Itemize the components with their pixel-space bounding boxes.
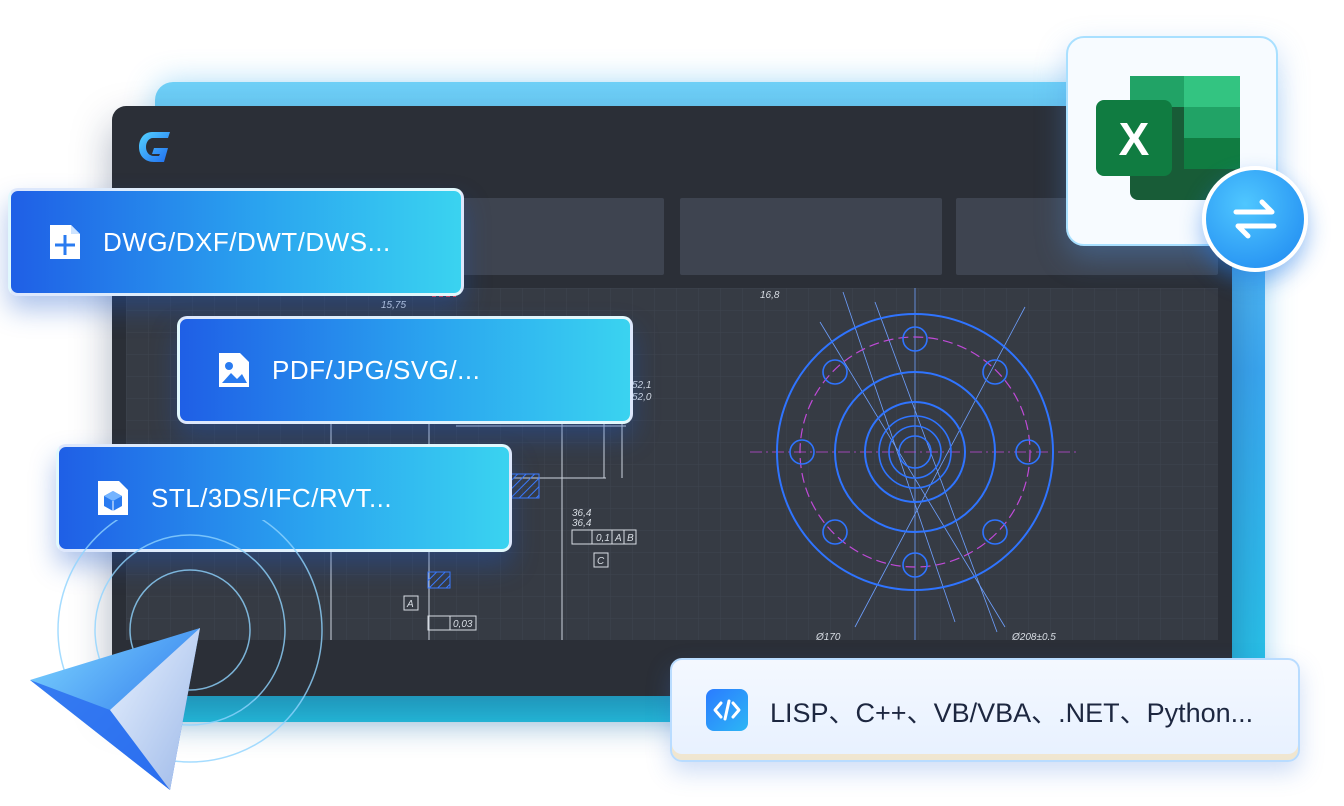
code-icon — [706, 689, 748, 731]
flange-drawing — [750, 288, 1080, 640]
format-card-dwg[interactable]: DWG/DXF/DWT/DWS... — [8, 188, 464, 296]
tolerance-frame — [403, 529, 637, 631]
languages-label: LISP、C++、VB/VBA、.NET、Python... — [770, 697, 1254, 728]
datum-label: C — [597, 556, 605, 567]
format-label: DWG/DXF/DWT/DWS... — [103, 226, 391, 257]
datum-label: B — [627, 533, 634, 544]
3d-model-file-icon — [98, 481, 128, 515]
format-card-stl[interactable]: STL/3DS/IFC/RVT... — [56, 444, 512, 552]
app-logo-icon — [139, 132, 170, 162]
languages-card[interactable]: LISP、C++、VB/VBA、.NET、Python... — [670, 658, 1300, 762]
swap-button[interactable] — [1202, 166, 1308, 272]
flatness-value: 0,03 — [453, 619, 473, 630]
excel-card[interactable]: X — [1066, 36, 1278, 246]
tolerance-value: 0,1 — [596, 533, 610, 544]
dim-label: 15,75 — [381, 300, 406, 311]
format-label: STL/3DS/IFC/RVT... — [151, 482, 393, 513]
diameter-label: Ø170 — [815, 632, 841, 640]
dim-label: 52,1 — [632, 380, 651, 391]
format-label: PDF/JPG/SVG/... — [272, 354, 481, 385]
drawing-file-icon — [50, 225, 80, 259]
dim-label: 36,4 — [572, 508, 592, 519]
dim-label: 36,4 — [572, 518, 592, 529]
format-card-pdf[interactable]: PDF/JPG/SVG/... — [177, 316, 633, 424]
diameter-label: Ø208±0,5 — [1011, 632, 1056, 640]
datum-label: A — [614, 533, 622, 544]
dim-label: 16,8 — [760, 290, 780, 301]
dim-label: 52,0 — [632, 392, 652, 403]
send-plane-icon — [30, 520, 323, 790]
excel-icon: X — [1096, 76, 1240, 200]
image-file-icon — [219, 353, 249, 387]
swap-arrows-icon — [1233, 199, 1277, 239]
hatch-region-1 — [510, 473, 540, 499]
ribbon-panel-2 — [680, 198, 942, 275]
excel-letter: X — [1119, 113, 1150, 165]
datum-label: A — [406, 599, 414, 610]
hatch-region-2 — [427, 571, 451, 589]
